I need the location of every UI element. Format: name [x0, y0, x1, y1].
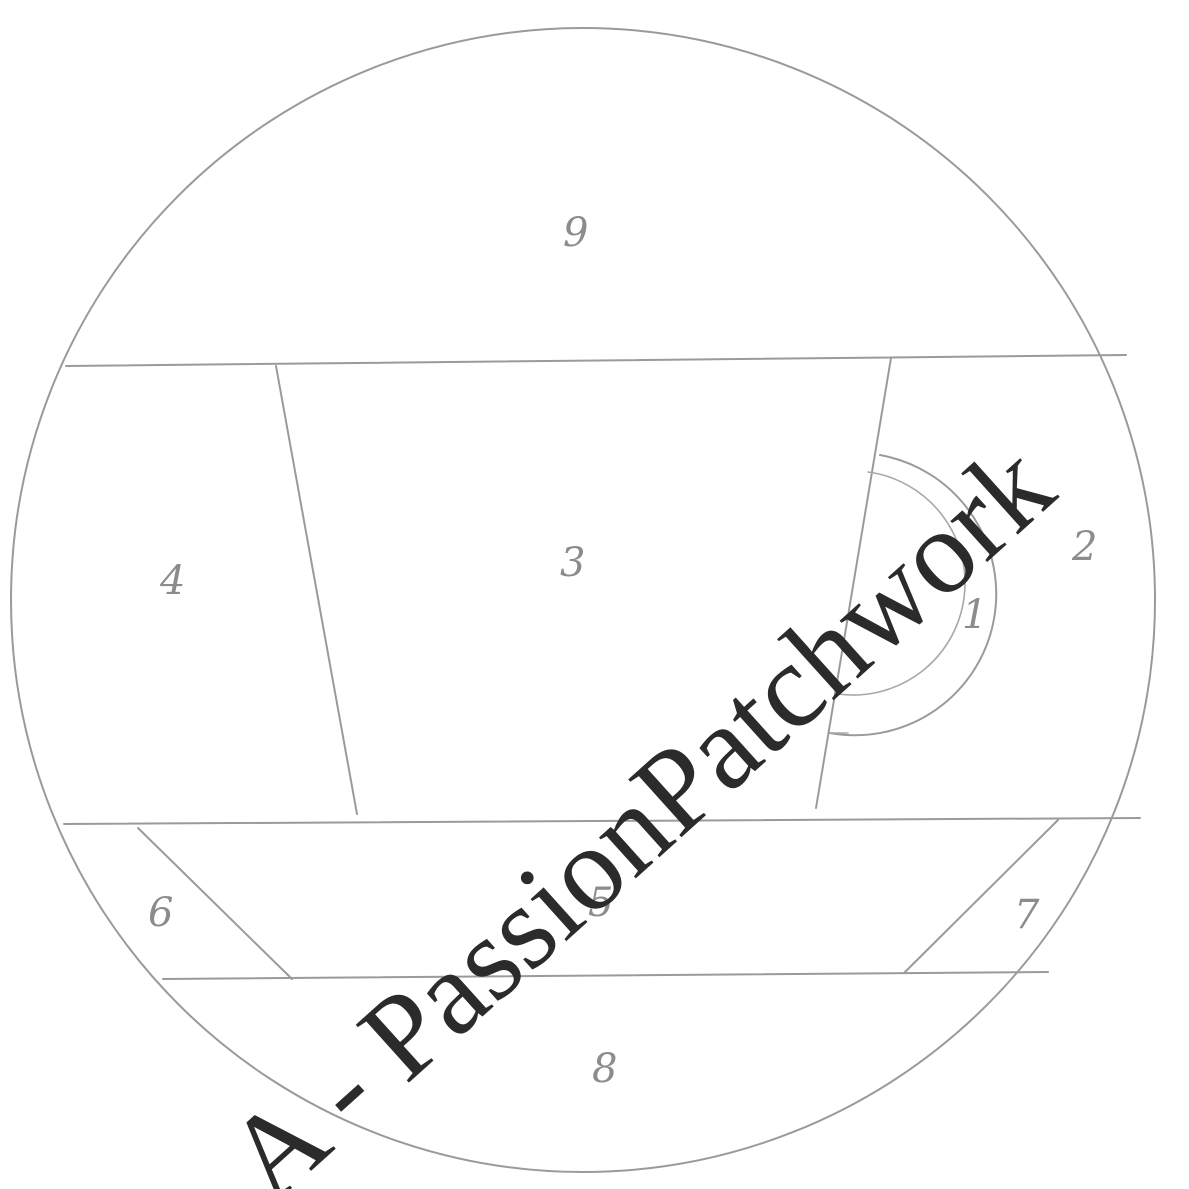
seam-top: [66, 355, 1126, 366]
watermark-text: A - PassionPatchwork: [200, 417, 1077, 1189]
seam-lower: [163, 972, 1048, 979]
section-9-label: 9: [563, 210, 588, 256]
section-2-label: 2: [1071, 524, 1097, 570]
section-4-label: 4: [159, 558, 185, 604]
section-6-label: 6: [148, 890, 173, 936]
cup-left-side: [276, 366, 357, 814]
section-7-label: 7: [1014, 892, 1040, 938]
section-3-label: 3: [560, 540, 585, 586]
section-8-label: 8: [592, 1046, 617, 1092]
